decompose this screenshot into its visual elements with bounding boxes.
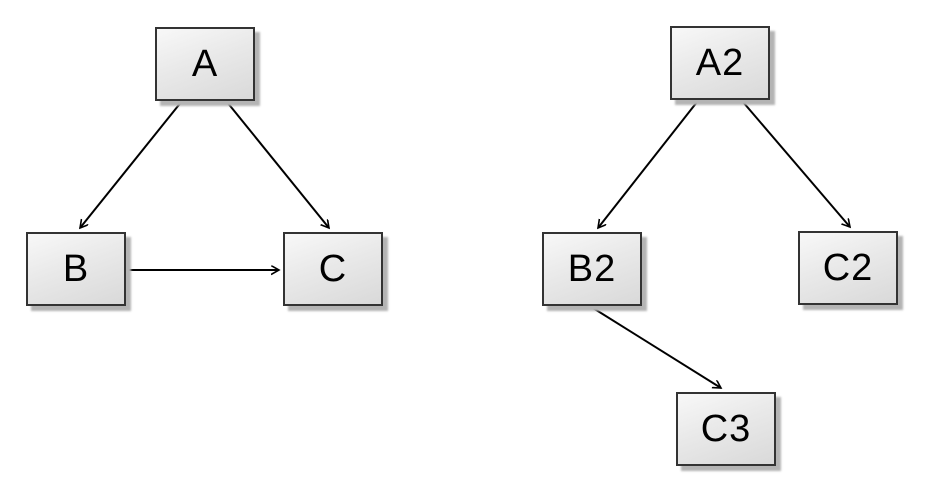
node-a-label: A (191, 42, 219, 85)
node-c2-label: C2 (822, 246, 874, 289)
node-b2-label: B2 (567, 247, 617, 290)
node-a: A (155, 27, 255, 101)
node-a2: A2 (670, 26, 770, 100)
node-c3-label: C3 (700, 407, 752, 450)
node-c-label: C (318, 247, 348, 290)
edge-a-to-b (80, 100, 183, 228)
edge-a-to-c (226, 101, 329, 228)
node-b2: B2 (542, 232, 642, 306)
node-c3: C3 (676, 392, 776, 466)
node-c2: C2 (798, 231, 898, 305)
node-a2-label: A2 (695, 41, 745, 84)
node-c: C (283, 232, 383, 306)
edge-a2-to-b2 (598, 101, 698, 228)
edge-a2-to-c2 (742, 101, 850, 227)
node-b: B (26, 232, 126, 306)
node-b-label: B (62, 247, 90, 290)
edge-b2-to-c3 (592, 307, 721, 388)
